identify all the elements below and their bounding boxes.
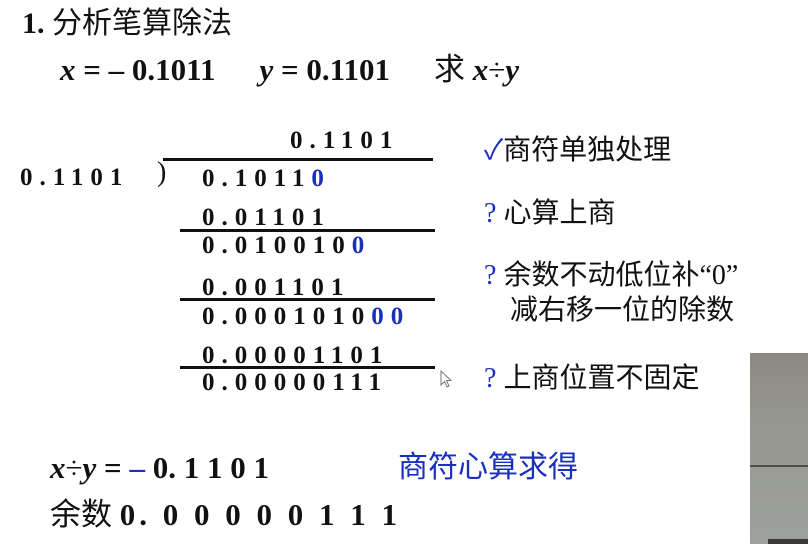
question-icon: ? [484,198,497,229]
remainder: 余数 0. 0 0 0 0 0 1 1 1 [50,495,401,535]
note-4: ? 上商位置不固定 [484,363,700,394]
result-equation: x÷y = – 0. 1 1 0 1 [50,450,269,485]
checkmark-icon: ✓ [484,135,504,166]
question-icon: ? [484,260,497,291]
ask-label: 求 [433,52,473,87]
division-row-2: 0.01101 [202,204,331,231]
note-2: ? 心算上商 [484,198,616,229]
result-value: 0. 1 1 0 1 [144,450,269,485]
question-icon: ? [484,363,497,394]
subtract-line-1 [180,229,435,232]
ask-div: ÷ [488,52,506,87]
division-bar [163,158,433,161]
division-bracket: ) [157,157,167,188]
y-variable: y [259,52,274,87]
ask-x: x [472,52,489,87]
remainder-label: 余数 [50,497,112,532]
presenter-video-overlay [750,353,808,544]
result-note: 商符心算求得 [398,451,578,484]
y-value: = 0.1101 [273,52,390,87]
note-3-line-2: 减右移一位的除数 [510,295,735,326]
slide-title: 1. 分析笔算除法 [22,4,232,44]
division-row-5: 0.000101000 [202,303,411,330]
title-text: 分析笔算除法 [52,7,232,40]
quotient: 0.1101 [290,127,400,154]
mouse-cursor-icon [440,370,453,388]
division-row-4: 0.001101 [202,274,351,301]
x-variable: x [60,52,76,87]
title-number: 1. [22,7,45,40]
division-row-7: 0.00000111 [202,369,388,396]
divisor: 0.1101 [20,164,130,191]
division-row-1: 0.10110 [202,165,331,192]
remainder-value: 0. 0 0 0 0 0 1 1 1 [119,497,401,532]
ask-y: y [505,52,519,87]
subtract-line-3 [180,366,435,369]
x-value: = – 0.1011 [75,52,216,87]
subtract-line-2 [180,298,435,301]
division-row-6: 0.00001101 [202,342,390,369]
note-1: ✓商符单独处理 [484,135,672,166]
note-3: ? 余数不动低位补“0” [484,260,739,291]
result-sign: – [129,450,145,485]
division-row-3: 0.0100100 [202,232,372,259]
